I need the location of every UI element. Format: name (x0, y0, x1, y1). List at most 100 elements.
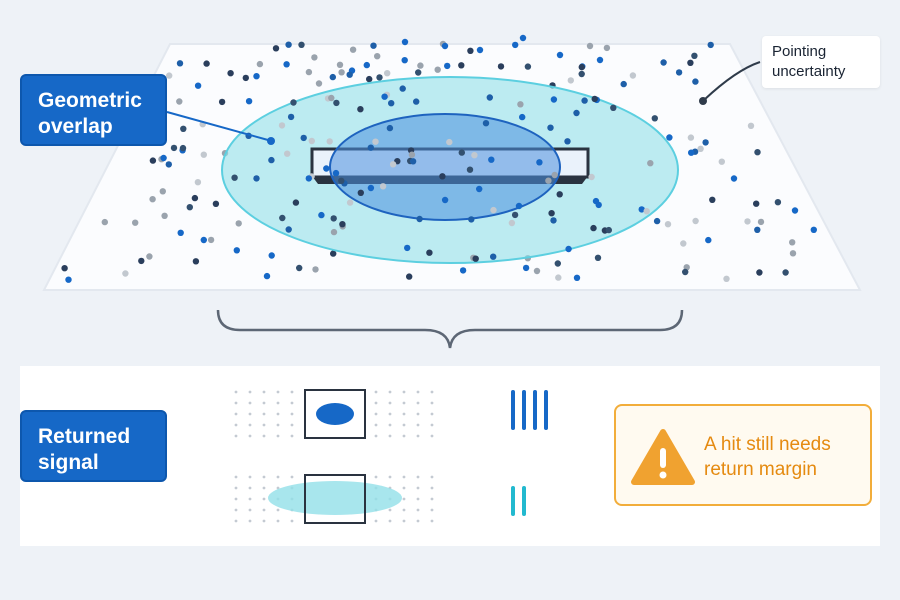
grid-dot (262, 497, 266, 501)
geometric-overlap-label: Geometric overlap (20, 74, 167, 146)
scatter-dot (754, 149, 761, 156)
scatter-dot (472, 255, 479, 262)
scatter-dot (517, 101, 524, 108)
scatter-dot (315, 80, 323, 87)
grid-dot (416, 519, 420, 523)
grid-dot (430, 390, 434, 394)
scatter-dot (180, 125, 187, 132)
scatter-dot (245, 98, 253, 105)
scatter-dot (573, 109, 580, 117)
weak-return-frame (304, 474, 366, 524)
scatter-dot (357, 106, 364, 113)
scatter-dot (200, 151, 207, 158)
scatter-dot (417, 62, 424, 69)
scatter-dot (511, 211, 519, 219)
overlap-leader-line (166, 111, 269, 141)
scatter-dot (212, 200, 220, 207)
grid-dot (248, 519, 252, 523)
scatter-dot (592, 197, 600, 205)
scatter-dot (488, 156, 495, 163)
grid-dot (402, 423, 406, 427)
scatter-dot (330, 215, 337, 222)
grid-dot (374, 434, 378, 438)
scatter-dot (522, 264, 530, 272)
scatter-dot (122, 270, 129, 277)
scatter-dot (227, 70, 234, 77)
scatter-dot (285, 226, 292, 233)
scatter-dot (691, 52, 698, 59)
grid-dot (234, 423, 238, 427)
grid-dot (416, 390, 420, 394)
grid-dot (374, 519, 378, 523)
scatter-dot (697, 145, 704, 152)
scatter-dot (730, 175, 738, 182)
scatter-dot (687, 59, 694, 66)
scatter-dot (590, 224, 597, 232)
scatter-dot (596, 56, 604, 64)
scatter-dot (170, 144, 178, 152)
scatter-dot (146, 253, 153, 260)
grid-dot (402, 519, 406, 523)
scatter-dot (466, 166, 474, 173)
scatter-dot (401, 38, 409, 46)
scatter-dot (333, 99, 340, 107)
scatter-dot (312, 266, 319, 273)
pointing-uncertainty-label: Pointing uncertainty (762, 36, 880, 88)
scatter-dot (675, 69, 683, 76)
scatter-dot (298, 41, 305, 48)
panel-dot-grid (234, 390, 434, 523)
scatter-dot (610, 104, 617, 112)
scatter-dot (415, 69, 422, 76)
scatter-dot (486, 94, 493, 101)
scatter-dot (666, 134, 673, 141)
grid-dot (276, 434, 280, 438)
scatter-dot (61, 265, 68, 272)
scatter-dot (705, 236, 712, 244)
scatter-dot (508, 219, 516, 227)
scatter-dot (550, 217, 557, 224)
scatter-dot (278, 122, 286, 129)
scatter-dot (194, 179, 202, 186)
grid-dot (248, 412, 252, 416)
scatter-dot (441, 42, 449, 50)
grid-dot (276, 486, 280, 490)
scatter-dot (338, 69, 345, 76)
scatter-dot (702, 139, 709, 146)
grid-dot (262, 475, 266, 479)
grid-dot (430, 486, 434, 490)
grid-dot (374, 401, 378, 405)
scatter-dot (200, 236, 207, 244)
grid-dot (416, 434, 420, 438)
grid-dot (402, 412, 406, 416)
scatter-dot (305, 68, 313, 76)
grid-dot (262, 423, 266, 427)
scatter-dot (292, 199, 300, 206)
scatter-dot (467, 47, 474, 54)
scatter-dot (789, 250, 797, 257)
scatter-dot (515, 202, 523, 210)
scatter-dot (296, 264, 303, 272)
grid-dot (430, 519, 434, 523)
scatter-dot (439, 173, 446, 180)
grid-dot (234, 486, 238, 490)
scatter-dot (191, 194, 199, 202)
grid-dot (262, 434, 266, 438)
weak-signal-bars (511, 486, 526, 516)
scatter-dot (441, 196, 449, 204)
grid-dot (374, 475, 378, 479)
scatter-dot (603, 44, 611, 52)
grid-dot (234, 412, 238, 416)
grid-dot (374, 423, 378, 427)
grid-dot (248, 401, 252, 405)
scatter-dot (409, 158, 417, 165)
scatter-dot (379, 183, 387, 190)
scatter-dot (372, 138, 379, 145)
scatter-dot (594, 254, 602, 261)
scatter-dot (305, 175, 312, 182)
scatter-dot (476, 185, 483, 193)
grid-dot (402, 434, 406, 438)
grid-dot (402, 497, 406, 501)
scatter-dot (519, 113, 526, 121)
scatter-dot (426, 249, 433, 256)
warning-triangle-icon (631, 429, 695, 485)
